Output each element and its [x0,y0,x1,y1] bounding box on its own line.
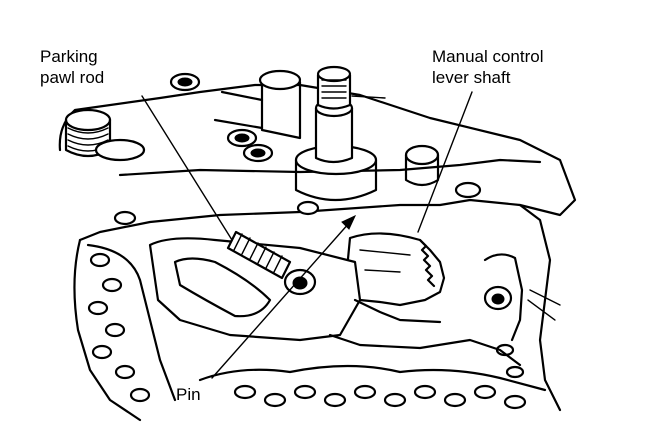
valve-body-left [86,243,177,403]
label-manual-control-lever-shaft-line1: Manual control [432,47,544,66]
manual-control-lever-shaft [294,65,386,202]
leader-parking-pawl-rod [141,95,233,241]
case-bolt-holes [113,72,482,226]
label-parking-pawl-rod: Parking pawl rod [40,46,104,88]
label-pin: Pin [176,384,201,405]
label-manual-control-lever-shaft: Manual control lever shaft [432,46,544,88]
leader-manual-control-lever-shaft [417,91,473,233]
upper-boss [213,69,302,140]
leader-pin [211,221,351,379]
leader-pin-arrowhead [341,214,357,230]
parking-pawl-cam-plate [148,237,442,342]
detent-lever [343,232,446,307]
case-top-edge [118,158,542,177]
valve-body-right [483,253,561,379]
valve-body-bottom [198,333,547,410]
label-parking-pawl-rod-line1: Parking [40,47,98,66]
label-parking-pawl-rod-line2: pawl rod [40,68,105,87]
parking-pawl-rod [226,230,292,280]
threaded-stud [64,108,146,162]
case-lower-flange [73,203,562,422]
label-pin-text: Pin [176,385,201,404]
label-manual-control-lever-shaft-line2: lever shaft [432,68,511,87]
